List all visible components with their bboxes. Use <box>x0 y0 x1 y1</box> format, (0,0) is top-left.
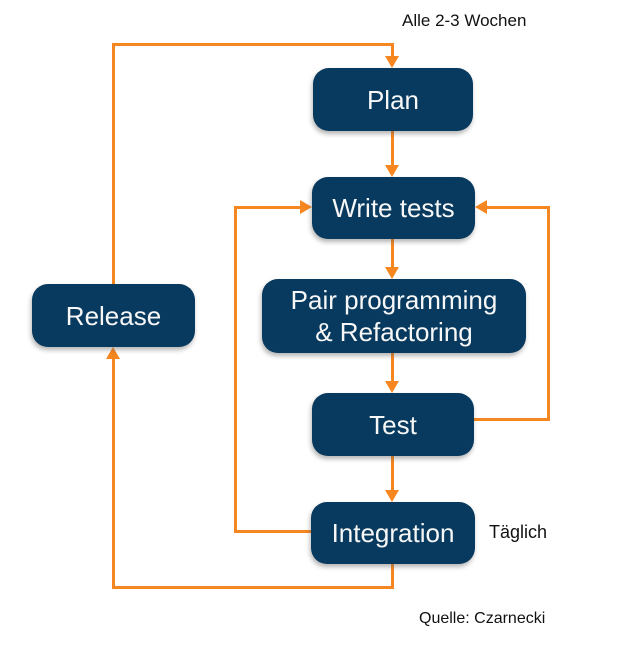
connector-integration-down <box>391 564 394 589</box>
connector-right-loop-horizontal-top <box>487 206 550 209</box>
node-release-label: Release <box>65 300 162 331</box>
arrowhead-into-pair <box>385 267 399 279</box>
arrowhead-into-plan <box>385 56 399 68</box>
connector-pair-to-test <box>391 353 394 382</box>
connector-plan-to-writetests <box>391 131 394 166</box>
node-pair-programming-label-line2: & Refactoring <box>315 317 473 347</box>
node-test: Test <box>312 393 474 456</box>
arrowhead-into-writetests-left <box>300 200 312 214</box>
connector-release-to-plan-vertical-left <box>112 43 115 284</box>
connector-release-to-plan-horizontal-top <box>112 43 394 46</box>
connector-writetests-to-pair <box>391 239 394 268</box>
node-pair-programming: Pair programming & Refactoring <box>262 279 526 353</box>
arrowhead-into-writetests-right <box>475 200 487 214</box>
node-pair-programming-label-line1: Pair programming <box>290 285 498 315</box>
connector-integration-out-left <box>234 530 311 533</box>
node-plan-label: Plan <box>366 84 420 115</box>
connector-release-to-plan-vertical-down <box>391 43 394 57</box>
arrowhead-into-integration <box>385 490 399 502</box>
node-integration-label: Integration <box>331 518 455 548</box>
arrowhead-into-release <box>106 347 120 359</box>
node-test-label: Test <box>369 409 417 440</box>
connector-left-loop-vertical <box>234 206 237 533</box>
arrowhead-into-test <box>385 381 399 393</box>
cycle-weeks-label: Alle 2-3 Wochen <box>402 11 527 30</box>
node-integration: Integration <box>311 502 475 564</box>
node-write-tests: Write tests <box>312 177 475 239</box>
arrowhead-into-writetests-top <box>385 165 399 177</box>
node-release: Release <box>32 284 195 347</box>
connector-test-to-integration <box>391 456 394 491</box>
connector-test-out-right <box>474 418 550 421</box>
node-plan: Plan <box>313 68 473 131</box>
source-label: Quelle: Czarnecki <box>419 610 546 627</box>
connector-right-loop-vertical <box>547 206 550 421</box>
connector-bottom-loop-vertical-left <box>112 359 115 589</box>
connector-left-loop-horizontal-top <box>234 206 300 209</box>
node-write-tests-label: Write tests <box>332 193 455 223</box>
daily-label: Täglich <box>489 522 548 542</box>
connector-bottom-loop-horizontal <box>112 586 394 589</box>
